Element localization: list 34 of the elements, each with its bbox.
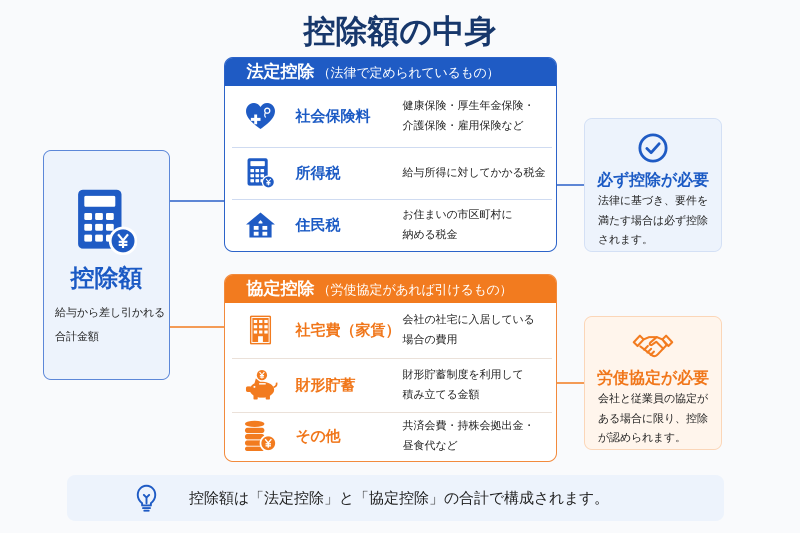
connector-line xyxy=(557,382,584,384)
item-name: 財形貯蓄 xyxy=(296,375,356,395)
item-description: 会社の社宅に入居している場合の費用 xyxy=(402,312,536,348)
info-card xyxy=(584,316,722,450)
panel-title: 法定控除 xyxy=(246,60,314,84)
item-name: 社宅費（家賃） xyxy=(296,320,400,340)
panel-subtitle: （労使協定があれば引けるもの） xyxy=(318,282,512,300)
item-description: 給与所得に対してかかる税金 xyxy=(402,165,546,181)
item-name: その他 xyxy=(296,426,340,446)
connector-line xyxy=(170,200,224,202)
connector-line xyxy=(170,326,224,328)
info-card xyxy=(584,118,722,252)
item-description: 健康保険・厚生年金保険・介護保険・雇用保険など xyxy=(402,98,536,134)
card-heading: 必ず控除が必要 xyxy=(597,169,709,191)
summary-box xyxy=(43,150,170,380)
item-name: 社会保険料 xyxy=(296,106,370,126)
card-text: 法律に基づき、要件を満たす場合は必ず控除されます。 xyxy=(598,193,709,248)
item-description: お住まいの市区町村に納める税金 xyxy=(402,206,514,242)
panel-title: 協定控除 xyxy=(246,278,314,300)
box-text: 給与から差し引かれる合計金額 xyxy=(55,305,166,345)
page-title: 控除額の中身 xyxy=(304,11,496,51)
item-name: 所得税 xyxy=(296,163,340,183)
item-description: 共済会費・持株会拠出金・昼食代など xyxy=(402,418,536,454)
card-text: 会社と従業員の協定がある場合に限り、控除が認められます。 xyxy=(598,391,709,446)
panel-subtitle: （法律で定められているもの） xyxy=(318,64,500,82)
category-panel xyxy=(224,57,557,252)
note-banner xyxy=(67,475,724,521)
box-heading: 控除額 xyxy=(70,263,142,293)
item-description: 財形貯蓄制度を利用して積み立てる金額 xyxy=(402,367,524,403)
card-heading: 労使協定が必要 xyxy=(597,367,709,389)
connector-line xyxy=(557,184,584,186)
item-name: 住民税 xyxy=(296,214,340,234)
category-panel xyxy=(224,274,557,462)
note-text: 控除額は「法定控除」と「協定控除」の合計で構成されます。 xyxy=(189,488,609,509)
